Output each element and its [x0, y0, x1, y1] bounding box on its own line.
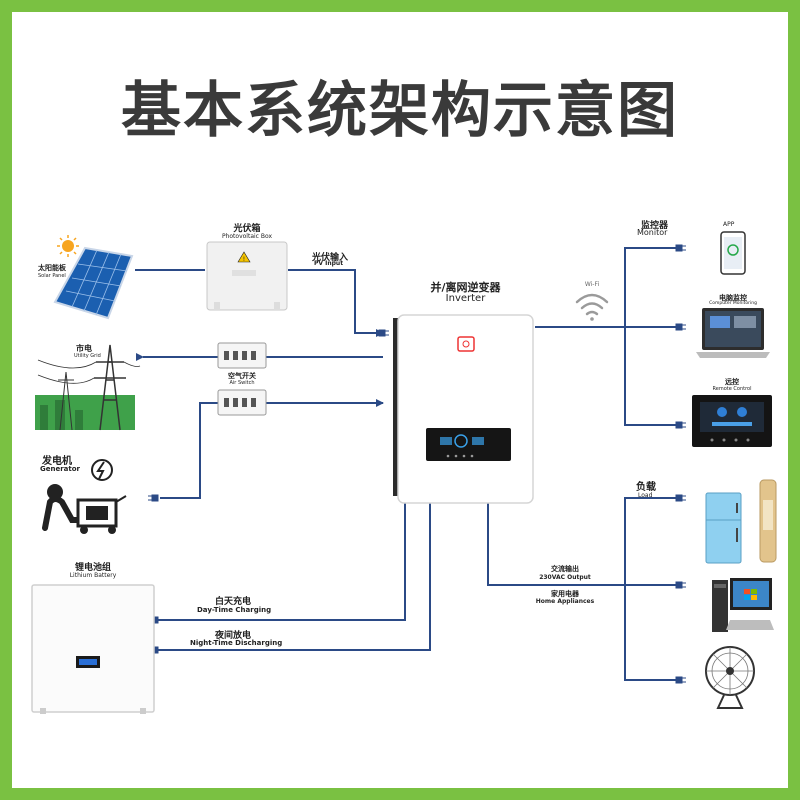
- computer-monitoring-label-en: Computer Monitoring: [709, 301, 757, 306]
- wire-generator-to-inverter: [160, 399, 384, 499]
- pv-box-icon: !: [206, 241, 288, 311]
- fan-icon: [705, 646, 755, 709]
- load-label-en: Load: [638, 492, 653, 499]
- pv-box-label: 光伏箱: [233, 224, 261, 234]
- plug-icon: [378, 329, 389, 337]
- page-title: 基本系统架构示意图: [121, 76, 679, 146]
- connection-wires: [135, 247, 680, 681]
- air-switch-label-en: Air Switch: [229, 380, 255, 386]
- night-discharging-label-en: Night-Time Discharging: [190, 639, 283, 647]
- air-switch-icon: [217, 342, 267, 369]
- sun-icon: [62, 240, 74, 252]
- generator-label: 发电机: [42, 456, 72, 467]
- battery-label: 锂电池组: [74, 563, 111, 573]
- night-discharging-label: 夜间放电: [215, 631, 252, 641]
- refrigerator-icon: [705, 492, 742, 564]
- home-appliances-label: 家用电器: [551, 590, 579, 598]
- wire-night-discharging: [158, 498, 431, 651]
- pv-input-label-en: PV Input: [314, 260, 344, 267]
- wifi-icon: [575, 293, 609, 321]
- generator-label-en: Generator: [40, 465, 81, 473]
- inverter-label-en: Inverter: [445, 293, 486, 304]
- generator-icon: [42, 459, 127, 534]
- ac-output-label-en: 230VAC Output: [539, 574, 591, 581]
- wire-day-charging: [158, 498, 406, 621]
- plug-icon: [675, 494, 686, 502]
- plug-icon: [675, 323, 686, 331]
- wire-ac-output: [487, 498, 680, 586]
- solar-panel-label-en: Solar Panel: [38, 273, 66, 279]
- monitor-label: 监控器: [641, 221, 669, 231]
- plug-icon: [148, 494, 159, 502]
- grid-label-en: Utility Grid: [74, 353, 101, 359]
- home-appliances-label-en: Home Appliances: [535, 598, 595, 605]
- computer-monitoring-label: 电脑监控: [719, 294, 747, 302]
- monitor-label-en: Monitor: [637, 228, 668, 237]
- ac-output-label: 交流输出: [551, 565, 579, 573]
- phone-app-icon: [720, 231, 746, 275]
- lithium-battery-icon: [31, 584, 155, 714]
- svg-text:!: !: [243, 256, 245, 263]
- wire-monitor-bus: [624, 247, 680, 426]
- air-switch-label: 空气开关: [228, 372, 256, 380]
- wire-load-bus: [624, 497, 680, 681]
- app-label: APP: [723, 221, 735, 228]
- air-conditioner-icon: [759, 479, 777, 563]
- utility-grid-icon: [35, 344, 141, 431]
- pv-box-label-en: Photovoltaic Box: [221, 233, 273, 240]
- plug-icon: [675, 244, 686, 252]
- grid-label: 市电: [76, 344, 92, 353]
- desktop-computer-icon: [712, 578, 774, 632]
- inverter-label: 并/离网逆变器: [430, 281, 501, 294]
- load-label: 负载: [636, 482, 656, 493]
- laptop-icon: [696, 308, 770, 358]
- remote-control-label-en: Remote Control: [712, 386, 752, 392]
- plug-icon: [675, 676, 686, 684]
- battery-label-en: Lithium Battery: [69, 572, 117, 579]
- pv-input-label: 光伏输入: [312, 253, 349, 263]
- inverter-icon: [393, 314, 534, 504]
- wire-pv-input: [288, 269, 384, 337]
- plug-icon: [675, 421, 686, 429]
- remote-control-icon: [692, 395, 772, 447]
- plug-icon: [675, 581, 686, 589]
- solar-panel-icon: [53, 235, 134, 320]
- day-charging-label-en: Day-Time Charging: [197, 606, 272, 614]
- solar-panel-label: 太阳能板: [38, 264, 66, 272]
- air-switch-icon: [217, 389, 267, 416]
- day-charging-label: 白天充电: [215, 597, 252, 607]
- wifi-label: Wi-Fi: [584, 281, 600, 288]
- remote-control-label: 远控: [725, 378, 739, 386]
